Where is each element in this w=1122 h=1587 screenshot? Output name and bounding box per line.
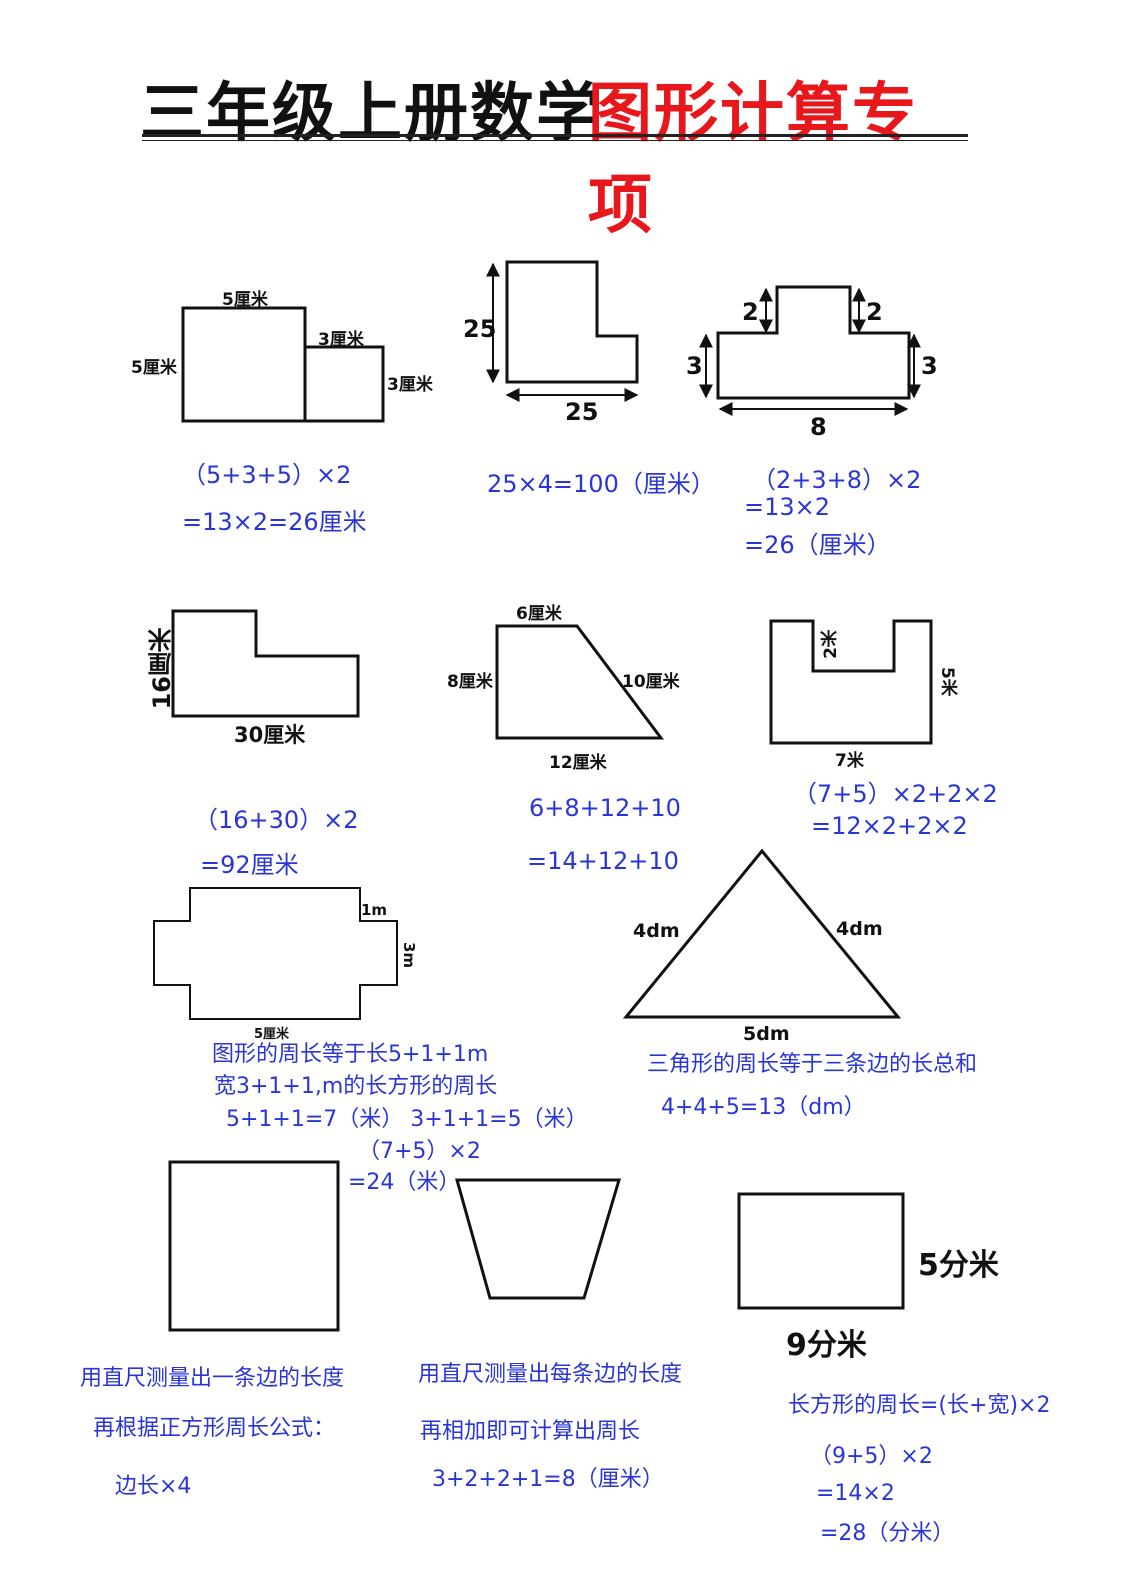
fig1-label-top: 5厘米	[222, 290, 268, 310]
fig1-big-square	[181, 306, 307, 423]
fig6-label-right: 5米	[937, 667, 957, 696]
title-underline-thick	[142, 134, 968, 137]
fig7-cross-shape	[153, 887, 398, 1020]
fig8-label-left: 4dm	[633, 920, 680, 942]
fig5-trapezoid	[495, 624, 664, 740]
fig11-answer-line-2: （9+5）×2	[810, 1444, 933, 1469]
fig5-label-slant: 10厘米	[622, 672, 680, 692]
fig5-label-bottom: 12厘米	[549, 753, 607, 773]
fig10-answer-line-2: 再相加即可计算出周长	[420, 1419, 641, 1444]
title-red-part: 图形计算专项	[588, 77, 918, 243]
fig3-answer-line-2: =13×2	[744, 493, 831, 521]
fig7-label-bottom: 5厘米	[254, 1027, 290, 1042]
fig7-label-right: 3m	[400, 942, 418, 969]
fig9-answer-line-1: 用直尺测量出一条边的长度	[80, 1366, 345, 1391]
title-black-part: 三年级上册数学	[140, 77, 602, 151]
fig9-square	[168, 1160, 340, 1332]
fig3-label-right-top: 2	[866, 298, 883, 326]
fig8-answer-line-2: 4+4+5=13（dm）	[661, 1095, 866, 1120]
fig1-answer-line-1: （5+3+5）×2	[182, 461, 352, 489]
fig3-t-shape	[716, 285, 911, 400]
fig8-triangle	[622, 848, 902, 1019]
title-underline-thin	[142, 140, 968, 141]
fig6-label-bottom: 7米	[835, 751, 864, 771]
fig3-label-left-top: 2	[742, 298, 759, 326]
fig5-label-left: 8厘米	[447, 672, 493, 692]
fig3-answer-line-3: =26（厘米）	[744, 531, 891, 559]
fig7-answer-line-5: =24（米）	[348, 1170, 461, 1195]
fig8-label-right: 4dm	[836, 918, 883, 940]
fig2-answer-line-1: 25×4=100（厘米）	[487, 470, 715, 498]
fig1-label-small-right: 3厘米	[387, 375, 433, 395]
fig3-label-bottom: 8	[810, 413, 827, 441]
fig7-answer-line-4: （7+5）×2	[358, 1139, 481, 1164]
fig5-answer-line-1: 6+8+12+10	[529, 794, 681, 822]
fig5-label-top: 6厘米	[516, 604, 562, 624]
fig6-answer-line-2: =12×2+2×2	[811, 812, 968, 840]
fig3-label-right: 3	[921, 352, 938, 380]
fig1-answer-line-2: =13×2=26厘米	[182, 508, 367, 536]
fig9-answer-line-3: 边长×4	[115, 1474, 192, 1499]
fig11-rectangle	[737, 1192, 905, 1310]
fig4-answer-line-1: （16+30）×2	[194, 806, 359, 834]
fig4-label-bottom: 30厘米	[234, 723, 306, 747]
fig10-answer-line-3: 3+2+2+1=8（厘米）	[432, 1467, 664, 1492]
page-title: 三年级上册数学 图形计算专项	[140, 62, 970, 243]
fig6-u-shape	[769, 619, 933, 745]
fig3-label-left: 3	[686, 352, 703, 380]
fig7-answer-line-2: 宽3+1+1,m的长方形的周长	[214, 1074, 498, 1099]
fig7-answer-line-1: 图形的周长等于长5+1+1m	[212, 1042, 489, 1067]
fig11-answer-line-4: =28（分米）	[820, 1521, 955, 1546]
fig2-label-width: 25	[565, 398, 599, 426]
fig4-l-shape	[171, 609, 360, 718]
fig4-answer-line-2: =92厘米	[200, 851, 299, 879]
fig1-label-left: 5厘米	[131, 358, 177, 378]
fig9-answer-line-2: 再根据正方形周长公式：	[93, 1416, 336, 1441]
fig10-answer-line-1: 用直尺测量出每条边的长度	[418, 1362, 683, 1387]
fig1-label-small-top: 3厘米	[318, 330, 364, 350]
fig3-answer-line-1: （2+3+8）×2	[752, 466, 922, 494]
fig1-small-square	[303, 345, 385, 423]
fig11-answer-line-1: 长方形的周长=(长+宽)×2	[788, 1393, 1051, 1418]
fig6-answer-line-1: （7+5）×2+2×2	[793, 780, 998, 808]
fig4-label-left: 16厘米	[148, 628, 176, 710]
fig7-label-corner: 1m	[361, 901, 388, 919]
fig8-label-bottom: 5dm	[743, 1023, 790, 1045]
fig11-answer-line-3: =14×2	[816, 1481, 895, 1506]
fig10-trapezoid	[455, 1178, 622, 1300]
fig11-label-right: 5分米	[918, 1248, 999, 1283]
fig11-label-bottom: 9分米	[786, 1328, 867, 1363]
fig6-label-notch: 2米	[821, 630, 841, 659]
fig8-answer-line-1: 三角形的周长等于三条边的长总和	[647, 1052, 978, 1077]
fig2-l-shape	[505, 260, 639, 384]
fig7-answer-line-3: 5+1+1=7（米） 3+1+1=5（米）	[226, 1107, 588, 1132]
fig2-label-height: 25	[463, 315, 497, 343]
fig5-answer-line-2: =14+12+10	[527, 847, 679, 875]
